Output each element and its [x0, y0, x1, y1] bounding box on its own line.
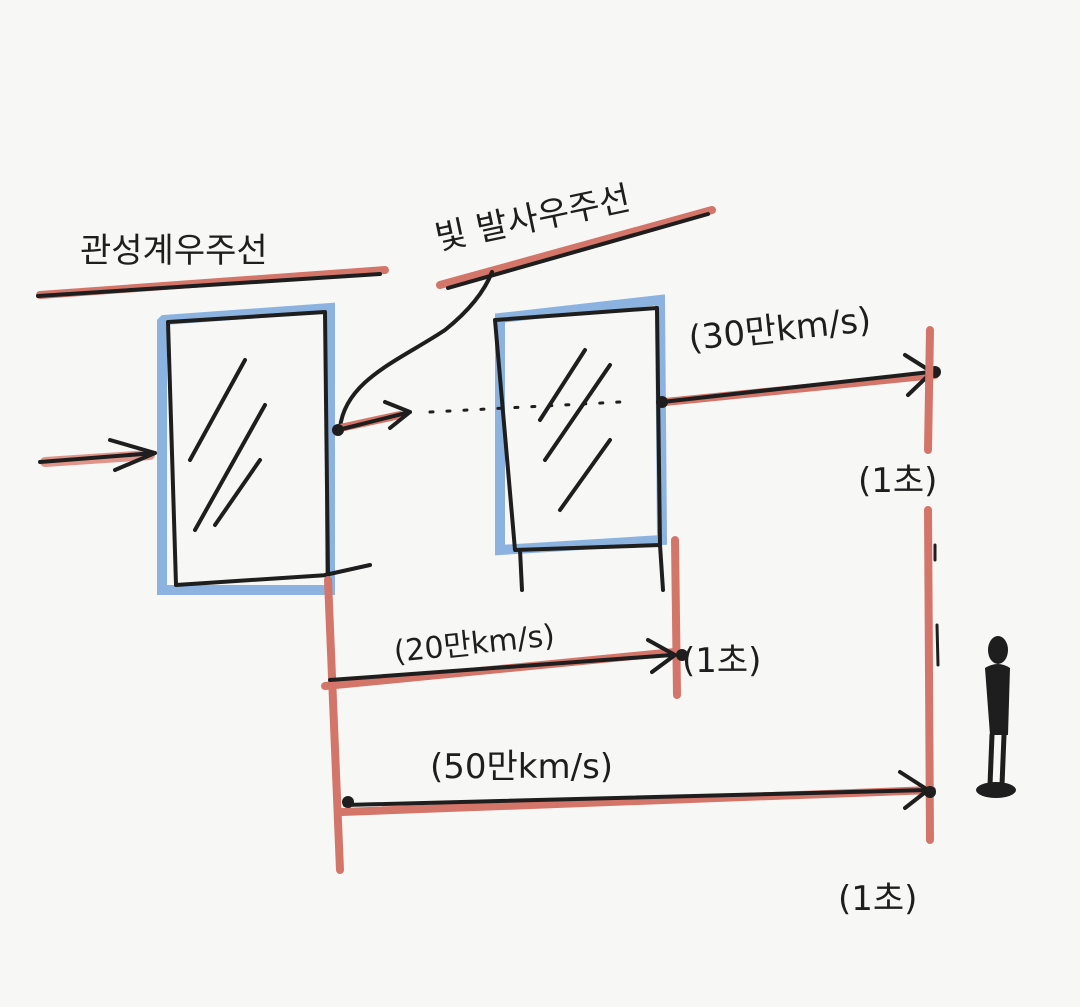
- right-vertical-line-top: [924, 326, 934, 454]
- time-mid-label: (1초): [682, 641, 761, 681]
- right-spaceship-box: [493, 294, 668, 592]
- right-box-label: 빛 발사우주선: [432, 178, 634, 258]
- left-label-underline-ink: [36, 272, 382, 298]
- bottom-speed-arrow: [338, 770, 936, 816]
- incoming-arrow: [38, 438, 157, 472]
- pointer-curve: [338, 270, 494, 430]
- mid-speed-arrow: [321, 638, 688, 690]
- right-vertical-line-bottom: [924, 506, 934, 844]
- light-beam-top: [656, 353, 941, 408]
- left-vertical-line: [324, 576, 344, 874]
- mid-vertical-line: [671, 536, 681, 699]
- speed-top-label: (30만km/s): [687, 300, 873, 359]
- right-label-underline: [436, 206, 716, 289]
- left-box-label: 관성계우주선: [80, 231, 268, 271]
- emission-arrow: [332, 400, 622, 436]
- time-bottom-label: (1초): [838, 879, 917, 919]
- time-top-label: (1초): [858, 461, 937, 501]
- standing-person-icon: [976, 636, 1016, 798]
- speed-bottom-label: (50만km/s): [430, 747, 613, 787]
- left-spaceship-box: [157, 302, 372, 595]
